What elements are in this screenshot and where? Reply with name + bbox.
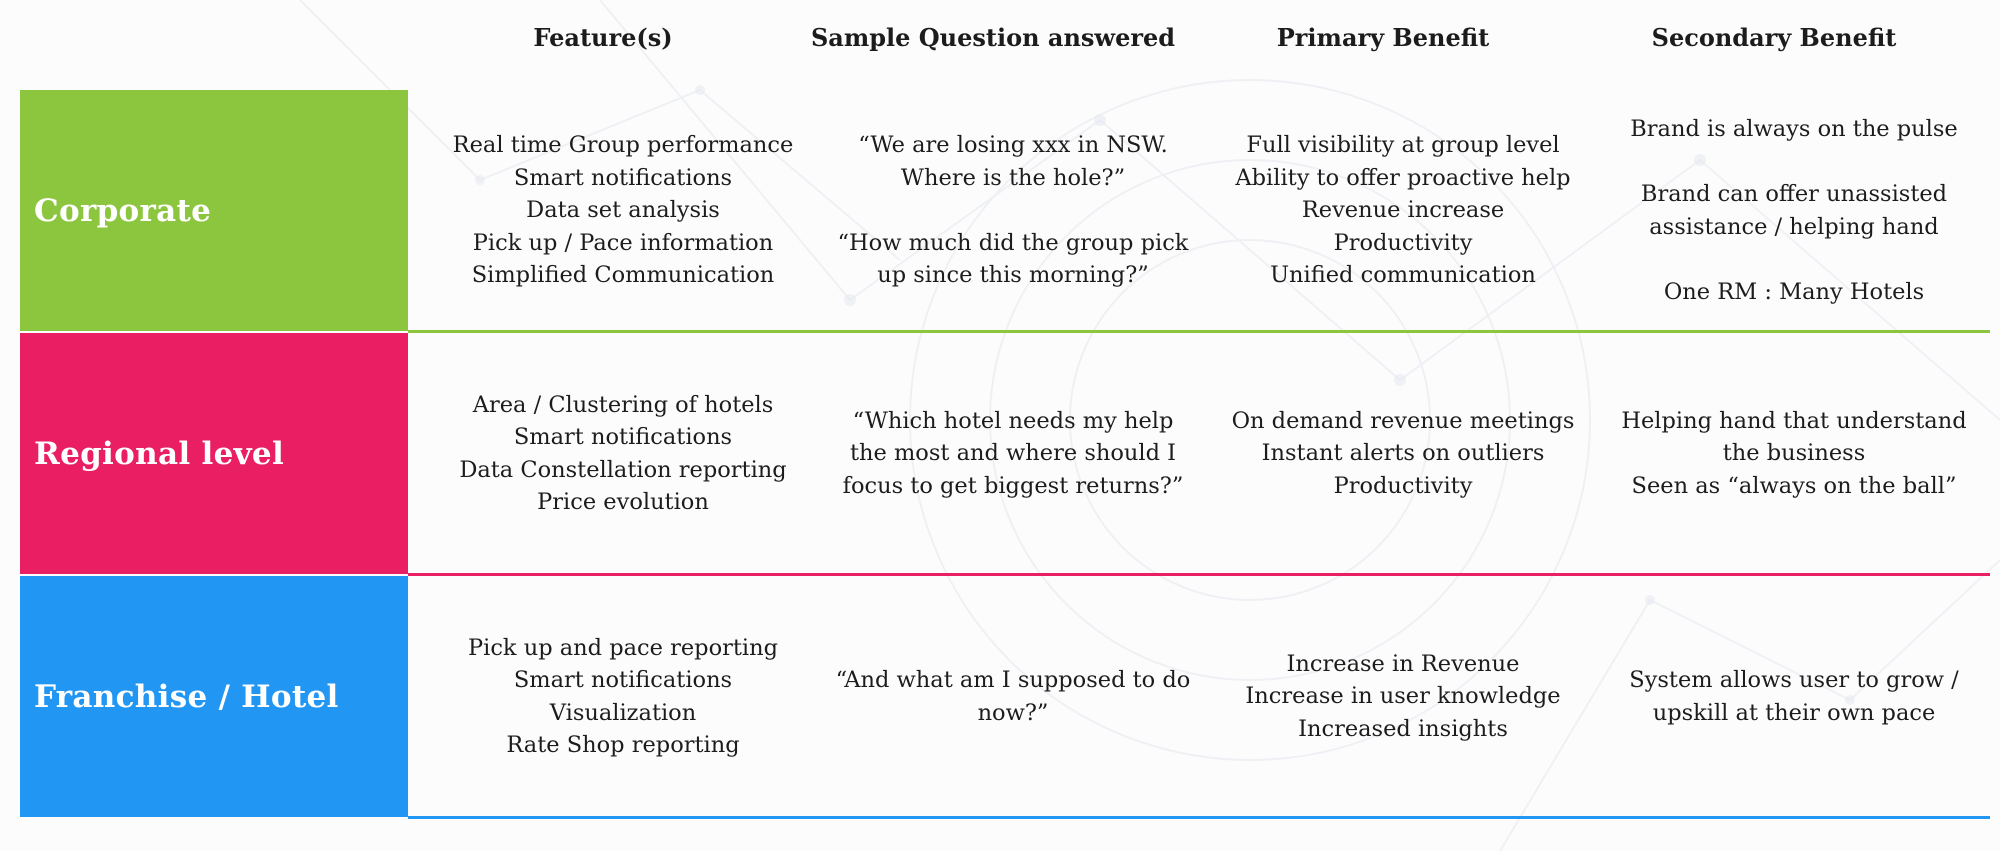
cell-line: now?”: [977, 699, 1049, 726]
cell-line: Revenue increase: [1301, 197, 1505, 224]
cell-line: Area / Clustering of hotels: [472, 391, 774, 418]
cell-line: Smart notifications: [513, 667, 733, 693]
cell-line: Brand can offer unassisted: [1640, 181, 1948, 207]
cell-line: Seen as “always on the ball”: [1631, 472, 1957, 499]
cell-line: Helping hand that understand: [1621, 407, 1967, 434]
cell-line: focus to get biggest returns?”: [842, 472, 1184, 499]
cell-line: System allows user to grow /: [1629, 667, 1959, 693]
cell-line: upskill at their own pace: [1652, 699, 1936, 726]
cell-line: Rate Shop reporting: [506, 732, 740, 758]
table-header: Feature(s) Sample Question answered Prim…: [0, 0, 2000, 90]
cell-line: Full visibility at group level: [1246, 132, 1560, 159]
header-sample-question: Sample Question answered: [810, 23, 1176, 52]
cell-line: Increase in Revenue: [1286, 650, 1520, 677]
cell-line: “Which hotel needs my help: [852, 407, 1174, 434]
row-label-text: Corporate: [34, 192, 212, 229]
cell-line: Data set analysis: [526, 197, 720, 224]
header-secondary-benefit: Secondary Benefit: [1651, 23, 1897, 52]
row-divider: [408, 573, 1990, 576]
cell-secondary-benefit: System allows user to grow / upskill at t…: [1598, 576, 1990, 817]
cell-line: assistance / helping hand: [1649, 213, 1939, 240]
cell-line: One RM : Many Hotels: [1663, 278, 1925, 305]
cell-line: Brand is always on the pulse: [1630, 116, 1958, 142]
cell-sample-question: “And what am I supposed to do now?”: [818, 576, 1208, 817]
cell-line: Unified communication: [1270, 262, 1536, 289]
cell-line: Productivity: [1333, 229, 1473, 256]
row-label-corporate: Corporate: [20, 90, 408, 331]
cell-line: Pick up / Pace information: [472, 229, 774, 256]
cell-line: Smart notifications: [513, 164, 733, 191]
cell-line: Real time Group performance: [452, 132, 794, 159]
row-divider: [408, 330, 1990, 333]
row-label-regional-level: Regional level: [20, 333, 408, 574]
cell-secondary-benefit: Helping hand that understand the business…: [1598, 333, 1990, 574]
cell-sample-question: “We are losing xxx in NSW. Where is the h…: [818, 90, 1208, 331]
header-primary-benefit: Primary Benefit: [1276, 23, 1490, 52]
cell-line: “How much did the group pick: [837, 229, 1189, 256]
cell-line: Data Constellation reporting: [459, 456, 787, 483]
cell-line: Simplified Communication: [471, 262, 775, 289]
cell-line: Smart notifications: [513, 424, 733, 450]
cell-sample-question: “Which hotel needs my help the most and w…: [818, 333, 1208, 574]
cell-line: On demand revenue meetings: [1231, 407, 1575, 434]
row-regional-level: Regional level Area / Clustering of hote…: [20, 333, 1990, 576]
header-features: Feature(s): [533, 23, 673, 52]
row-label-text: Franchise / Hotel: [34, 678, 339, 715]
cell-line: Visualization: [549, 699, 697, 726]
cell-line: Ability to offer proactive help: [1235, 164, 1571, 191]
cell-line: Where is the hole?”: [900, 164, 1126, 191]
cell-line: “We are losing xxx in NSW.: [858, 132, 1168, 159]
row-franchise-hotel: Franchise / Hotel Pick up and pace repor…: [20, 576, 1990, 819]
row-divider: [408, 816, 1990, 819]
cell-line: “And what am I supposed to do: [835, 667, 1191, 693]
cell-line: up since this morning?”: [877, 262, 1149, 289]
cell-line: the most and where should I: [849, 440, 1177, 467]
cell-line: Productivity: [1333, 472, 1473, 499]
cell-line: Increased insights: [1298, 715, 1508, 742]
cell-line: Pick up and pace reporting: [467, 634, 779, 661]
cell-line: Increase in user knowledge: [1245, 683, 1561, 710]
cell-line: Price evolution: [537, 489, 709, 515]
row-label-text: Regional level: [34, 435, 285, 472]
row-label-franchise-hotel: Franchise / Hotel: [20, 576, 408, 817]
cell-line: the business: [1722, 440, 1866, 467]
cell-line: Instant alerts on outliers: [1261, 440, 1545, 467]
